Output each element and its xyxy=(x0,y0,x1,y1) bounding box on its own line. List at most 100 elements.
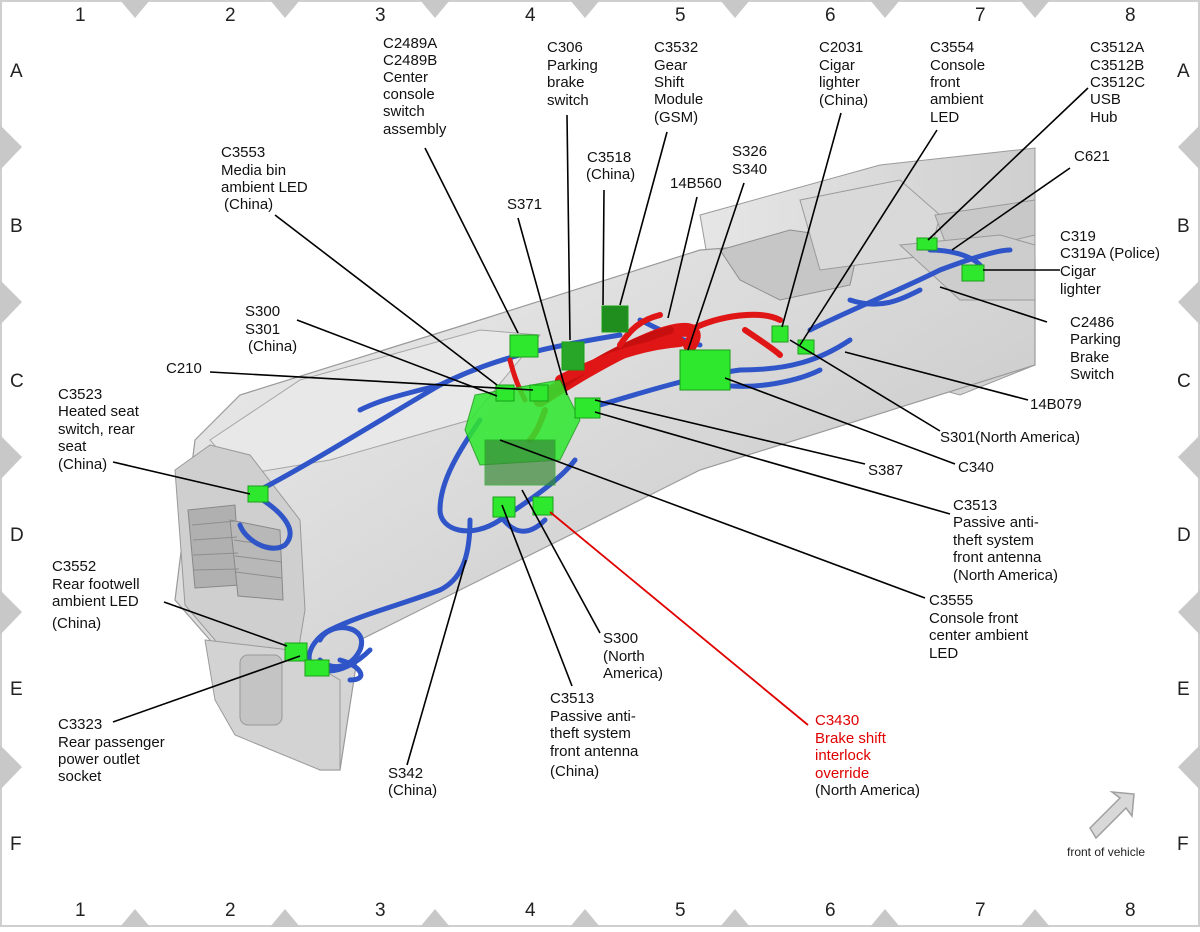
connectors xyxy=(247,237,985,677)
label-c3553-line4: (China) xyxy=(224,196,273,213)
label-s300-china-line2: S301 xyxy=(245,321,280,338)
grid-col-1-bottom: 1 xyxy=(75,900,86,921)
grid-col-4: 4 xyxy=(525,5,536,26)
label-c3513-china-line3: theft system xyxy=(550,725,631,742)
c3532-connector xyxy=(601,305,629,333)
label-c3532-line4: Module xyxy=(654,91,703,108)
label-c3513-na-line4: front antenna xyxy=(953,549,1042,566)
c2489-connector xyxy=(509,334,539,358)
label-c319-line1: C319 xyxy=(1060,228,1096,245)
label-c3532-line3: Shift xyxy=(654,74,685,91)
label-c3512-line3: C3512C xyxy=(1090,74,1145,91)
label-s300-na-line2: (North xyxy=(603,648,645,665)
label-c2031-line1: C2031 xyxy=(819,39,863,56)
grid-row-f: F xyxy=(10,834,22,855)
label-c306-line2: Parking xyxy=(547,57,598,74)
c340-connector xyxy=(679,349,731,391)
grid-col-3-bottom: 3 xyxy=(375,900,386,921)
label-c3518-line1: C3518 xyxy=(587,149,631,166)
label-c319-line4: lighter xyxy=(1060,281,1101,298)
grid-row-d: D xyxy=(10,525,24,546)
label-c3513-china: C3513 Passive anti- theft system front a… xyxy=(550,690,639,780)
label-c3512: C3512A C3512B C3512C USB Hub xyxy=(1090,39,1145,126)
label-c2489-line6: assembly xyxy=(383,121,447,138)
label-c2031-line3: lighter xyxy=(819,74,860,91)
label-c3553-line1: C3553 xyxy=(221,144,265,161)
label-c621: C621 xyxy=(1074,148,1110,165)
grid-row-f-right: F xyxy=(1177,834,1189,855)
label-c3513-na-line3: theft system xyxy=(953,532,1034,549)
label-c3430: C3430 Brake shift interlock override (No… xyxy=(815,712,920,799)
c3323-connector xyxy=(304,659,330,677)
label-c3518-line2: (China) xyxy=(586,166,635,183)
grid-col-5: 5 xyxy=(675,5,686,26)
label-c3552-line2: Rear footwell xyxy=(52,576,140,593)
label-c2031: C2031 Cigar lighter (China) xyxy=(819,39,868,109)
label-c3523-line5: (China) xyxy=(58,456,107,473)
label-c3323: C3323 Rear passenger power outlet socket xyxy=(58,716,165,785)
label-c3523-line1: C3523 xyxy=(58,386,102,403)
grid-row-c: C xyxy=(10,371,24,392)
label-c3430-line1: C3430 xyxy=(815,712,859,729)
label-c3512-line1: C3512A xyxy=(1090,39,1144,56)
grid-col-6: 6 xyxy=(825,5,836,26)
s301-na-splice xyxy=(797,339,815,355)
grid-row-b: B xyxy=(10,216,23,237)
label-c2489-line2: C2489B xyxy=(383,52,437,69)
label-14b079: 14B079 xyxy=(1030,396,1082,413)
c319-connector xyxy=(961,264,985,282)
label-c2486-line2: Parking xyxy=(1070,331,1121,348)
grid-row-b-right: B xyxy=(1177,216,1190,237)
label-c306-line4: switch xyxy=(547,92,589,109)
label-s300-na-line3: America) xyxy=(603,665,663,682)
grid-column-labels-top: 1 2 3 4 5 6 7 8 xyxy=(75,5,1136,26)
label-s342-line2: (China) xyxy=(388,782,437,799)
label-c2486-line3: Brake xyxy=(1070,349,1109,366)
c306-connector xyxy=(561,341,585,371)
label-c2489: C2489A C2489B Center console switch asse… xyxy=(383,35,447,138)
grid-col-7-bottom: 7 xyxy=(975,900,986,921)
arrow-up-right-icon xyxy=(1089,791,1135,840)
grid-col-8-bottom: 8 xyxy=(1125,900,1136,921)
grid-col-4-bottom: 4 xyxy=(525,900,536,921)
grid-col-2: 2 xyxy=(225,5,236,26)
label-c2486-line4: Switch xyxy=(1070,366,1114,383)
grid-col-3: 3 xyxy=(375,5,386,26)
grid-row-e-right: E xyxy=(1177,679,1190,700)
label-c3513-china-line4: front antenna xyxy=(550,743,639,760)
grid-row-a-right: A xyxy=(1177,61,1190,82)
leader-lines xyxy=(112,87,1089,766)
label-c2489-line5: switch xyxy=(383,103,425,120)
label-c3552: C3552 Rear footwell ambient LED (China) xyxy=(52,558,140,632)
label-c3513-china-line2: Passive anti- xyxy=(550,708,636,725)
label-c2031-line4: (China) xyxy=(819,92,868,109)
c3430-connector xyxy=(532,496,554,516)
label-c3513-na-line5: (North America) xyxy=(953,567,1058,584)
label-c3553-line3: ambient LED xyxy=(221,179,308,196)
c3523-connector xyxy=(247,485,269,503)
label-c3555-line2: Console front xyxy=(929,610,1019,627)
label-c3430-line2: Brake shift xyxy=(815,730,887,747)
label-c3552-line4: (China) xyxy=(52,615,101,632)
c2031-connector xyxy=(771,325,789,343)
label-c3532-line2: Gear xyxy=(654,57,687,74)
c3513-na-connector xyxy=(574,397,601,419)
label-c2486-line1: C2486 xyxy=(1070,314,1114,331)
label-c3323-line4: socket xyxy=(58,768,102,785)
label-c3555-line3: center ambient xyxy=(929,627,1029,644)
grid-row-labels-right: A B C D E F xyxy=(1177,61,1191,855)
c3552-connector xyxy=(284,642,308,662)
c3513-china-connector xyxy=(492,496,516,518)
label-c3523-line4: seat xyxy=(58,438,87,455)
label-c3532: C3532 Gear Shift Module (GSM) xyxy=(654,39,703,126)
grid-row-c-right: C xyxy=(1177,371,1191,392)
grid-column-labels-bottom: 1 2 3 4 5 6 7 8 xyxy=(75,900,1136,921)
label-s301-na: S301(North America) xyxy=(940,429,1080,446)
label-c2489-line4: console xyxy=(383,86,435,103)
grid-row-d-right: D xyxy=(1177,525,1191,546)
label-14b560: 14B560 xyxy=(670,175,722,192)
grid-col-8: 8 xyxy=(1125,5,1136,26)
label-s300-china-line1: S300 xyxy=(245,303,280,320)
